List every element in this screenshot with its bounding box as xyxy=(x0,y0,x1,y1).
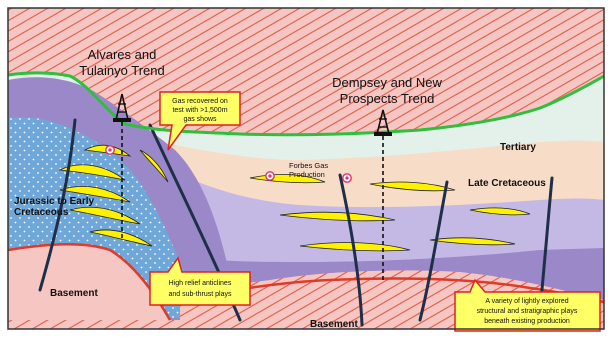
ground-surface xyxy=(8,71,604,137)
fault-line xyxy=(38,118,77,292)
label-forbes-line1: Forbes Gas xyxy=(289,161,328,170)
callout-variety: A variety of lightly explored structural… xyxy=(454,278,601,332)
sand-lens xyxy=(139,149,169,183)
well-alvares xyxy=(113,93,131,240)
gas-show-icon xyxy=(105,145,115,155)
sand-lens xyxy=(469,207,531,216)
fault-line xyxy=(338,173,364,327)
label-basement-left: Basement xyxy=(50,288,98,299)
sand-lens xyxy=(429,237,516,246)
callout-variety-line3: beneath existing production xyxy=(484,318,570,325)
label-jurassic-line2: Cretaceous xyxy=(14,207,69,218)
label-late-cretaceous: Late Cretaceous xyxy=(468,178,546,189)
callout-gas-recovered: Gas recovered on test with >1,500m gas s… xyxy=(159,91,241,151)
callout-relief-line2: and sub-thrust plays xyxy=(168,291,232,298)
label-forbes-line2: Production xyxy=(289,170,325,179)
callout-gas-line2: test with >1,500m xyxy=(172,107,227,114)
label-tertiary: Tertiary xyxy=(500,142,536,153)
gas-show-icon xyxy=(265,171,275,181)
sand-lens xyxy=(58,164,126,181)
figure-frame xyxy=(7,7,605,330)
sand-lens xyxy=(369,181,456,192)
callout-variety-line1: A variety of lightly explored xyxy=(485,298,568,305)
title-alvares-line2: Tulainyo Trend xyxy=(79,63,165,78)
label-jurassic-line1: Jurassic to Early xyxy=(14,196,94,207)
callout-gas-line3: gas shows xyxy=(183,116,217,123)
purple-unit xyxy=(150,248,604,300)
callout-variety-line2: structural and stratigraphic plays xyxy=(477,308,578,315)
sand-lens xyxy=(69,206,141,225)
drilling-rig-icon xyxy=(113,93,131,122)
fault-line xyxy=(418,180,449,322)
callout-gas-line1: Gas recovered on xyxy=(172,98,228,105)
gas-show-icon xyxy=(342,173,352,183)
title-alvares-line1: Alvares and xyxy=(88,47,157,62)
title-dempsey-line1: Dempsey and New xyxy=(332,75,442,90)
callout-relief-line1: High relief anticlines xyxy=(169,280,232,287)
sand-lens xyxy=(89,229,153,247)
label-basement-center: Basement xyxy=(310,319,358,330)
layer-stack xyxy=(8,8,604,329)
sand-lens xyxy=(59,186,131,203)
title-dempsey-line2: Prospects Trend xyxy=(340,91,435,106)
sand-lens xyxy=(279,211,396,222)
drilling-rig-icon xyxy=(374,109,392,136)
well-dempsey xyxy=(374,109,392,280)
callout-high-relief: High relief anticlines and sub-thrust pl… xyxy=(149,256,251,306)
